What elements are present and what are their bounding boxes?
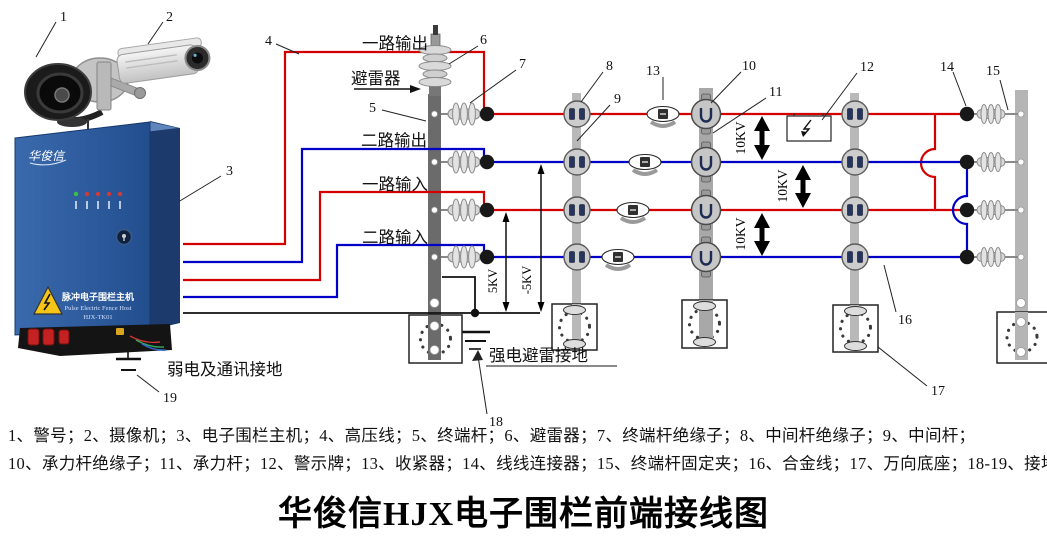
callout-13: 13 [646, 64, 660, 79]
lightning-arrester [418, 25, 452, 96]
base-1 [408, 314, 463, 364]
wire-circuit2-loop [951, 162, 969, 257]
callout-8: 8 [606, 59, 613, 74]
callout-2: 2 [166, 10, 173, 25]
cabinet-model: HJX-TK01 [83, 314, 112, 321]
strong-ground-symbol [461, 308, 490, 350]
callout-5: 5 [369, 101, 376, 116]
callout-19: 19 [163, 391, 177, 406]
callout-14: 14 [940, 60, 954, 75]
callout-10: 10 [742, 59, 756, 74]
terminal-insulators-left [441, 102, 481, 269]
callout-9: 9 [614, 92, 621, 107]
cabinet-logo: 华俊信 [28, 149, 66, 163]
legend-line-1: 1、警号；2、摄像机；3、电子围栏主机；4、高压线；5、终端杆；6、避雷器；7、… [8, 426, 976, 445]
callout-numbers: 1 2 3 4 5 6 7 8 9 10 11 12 13 14 15 16 1… [60, 10, 1000, 430]
voltage-gap-arrows: 10KV 10KV 10KV [733, 116, 811, 256]
wire-name-labels: 一路输出 二路输出 一路输入 二路输入 避雷器 强电避雷接地 弱电及通讯接地 [167, 34, 617, 379]
callout-1: 1 [60, 10, 67, 25]
alarm-siren-photo [24, 57, 129, 130]
fence-host-cabinet: 华俊信 脉冲电子围栏主机 Pulse Electric Fence Host H… [14, 121, 180, 356]
wire-pole-ground [442, 276, 476, 313]
wire-tensioners [600, 104, 681, 271]
callout-15: 15 [986, 64, 1000, 79]
callout-16: 16 [898, 313, 912, 328]
callout-17: 17 [931, 384, 945, 399]
label-arrester: 避雷器 [351, 69, 401, 88]
cabinet-lock [115, 228, 133, 246]
ground-voltage-arrows: 5KV -5KV [486, 164, 545, 312]
terminal-pole-right [1015, 90, 1028, 363]
kv10-label-1: 10KV [733, 121, 748, 154]
label-circuit1-input: 一路输入 [362, 175, 428, 194]
warning-triangle [33, 285, 63, 315]
base-2 [551, 303, 598, 351]
base-3 [681, 299, 728, 349]
label-circuit2-input: 二路输入 [362, 228, 428, 247]
callout-3: 3 [226, 164, 233, 179]
warning-sign [786, 113, 832, 142]
callout-12: 12 [860, 60, 874, 75]
callout-leaders [35, 21, 1009, 415]
kv10-label-2: 10KV [775, 169, 790, 202]
cabinet-cabling [18, 324, 172, 356]
terminal-pole-left [428, 94, 441, 360]
label-weak-ground: 弱电及通讯接地 [167, 360, 283, 379]
legend-line-2: 10、承力杆绝缘子；11、承力杆；12、警示牌；13、收紧器；14、线线连接器；… [8, 454, 1047, 473]
callout-6: 6 [480, 33, 487, 48]
base-5 [996, 311, 1047, 364]
callout-11: 11 [769, 85, 782, 100]
base-4 [832, 304, 879, 353]
label-circuit1-output: 一路输出 [362, 34, 428, 53]
universal-bases [408, 299, 1047, 364]
kv5-label: 5KV [486, 269, 500, 293]
label-strong-ground: 强电避雷接地 [489, 346, 588, 365]
cabinet-name-en: Pulse Electric Fence Host [65, 305, 132, 312]
kv10-label-3: 10KV [733, 217, 748, 250]
camera-photo [96, 37, 211, 111]
callout-4: 4 [265, 34, 272, 49]
label-circuit2-output: 二路输出 [361, 131, 427, 150]
cabinet-name-cn: 脉冲电子围栏主机 [61, 291, 134, 302]
page-title: 华俊信HJX电子围栏前端接线图 [278, 496, 769, 533]
kv5neg-label: -5KV [520, 266, 534, 294]
cabinet-leds [73, 191, 123, 209]
callout-7: 7 [519, 57, 526, 72]
callout-18: 18 [489, 415, 503, 430]
wire-connectors [479, 106, 975, 265]
terminal-fixing-clamps-right [967, 104, 1018, 267]
